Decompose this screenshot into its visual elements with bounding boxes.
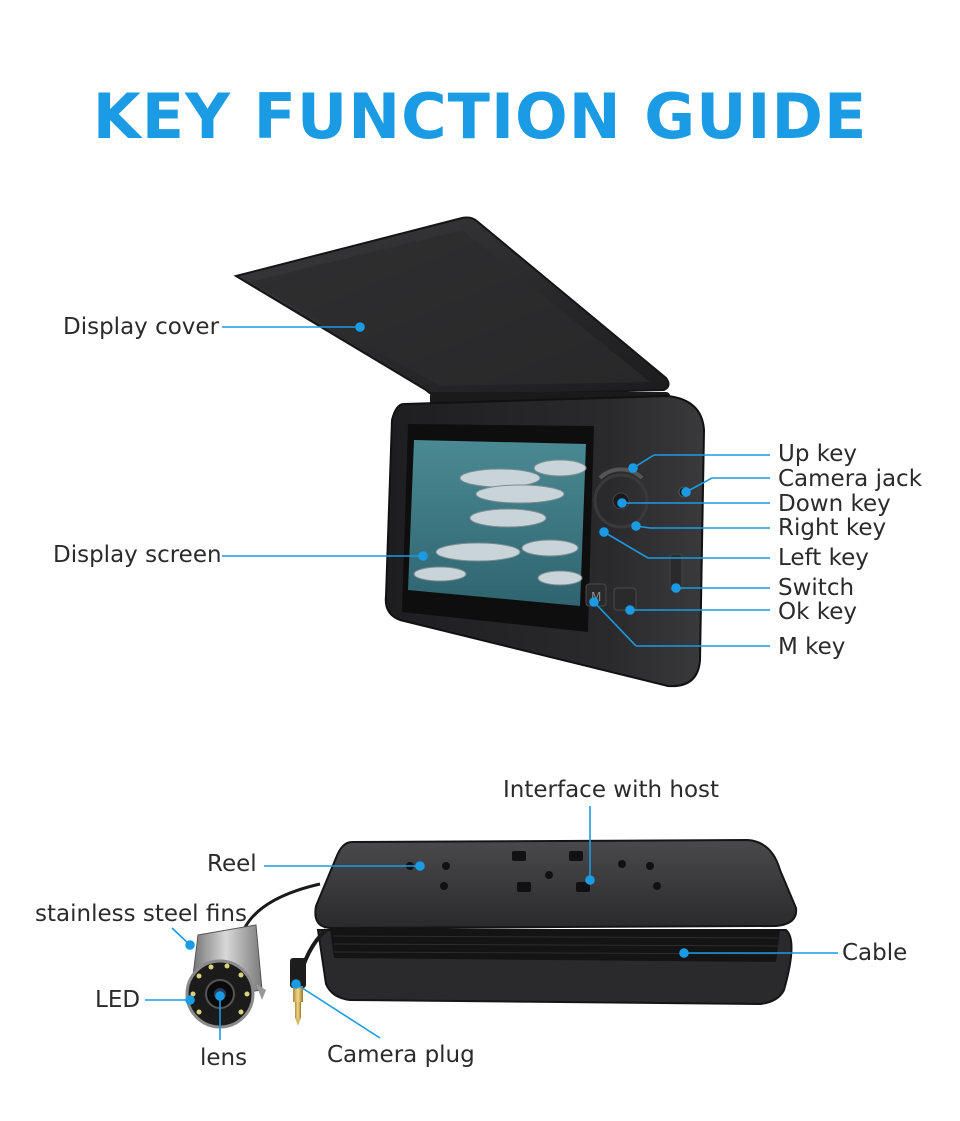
label-right-key: Right key xyxy=(778,515,887,541)
label-m-key: M key xyxy=(778,634,846,660)
label-led: LED xyxy=(95,987,141,1013)
label-left-key: Left key xyxy=(778,545,869,571)
label-switch: Switch xyxy=(778,575,855,601)
label-cable: Cable xyxy=(842,940,908,966)
m-button-mark: M xyxy=(591,590,601,604)
camera-callouts xyxy=(145,806,838,1040)
label-down-key: Down key xyxy=(778,491,891,517)
label-up-key: Up key xyxy=(778,441,858,467)
label-reel: Reel xyxy=(207,851,257,877)
monitor: M xyxy=(233,216,706,688)
camera-plug xyxy=(290,958,306,1026)
fish-school xyxy=(413,459,587,586)
label-display-cover: Display cover xyxy=(63,314,220,340)
label-lens: lens xyxy=(200,1045,248,1071)
label-interface-with-host: Interface with host xyxy=(503,777,720,803)
camera xyxy=(185,924,266,1029)
page-title: KEY FUNCTION GUIDE xyxy=(92,80,868,153)
label-display-screen: Display screen xyxy=(53,542,222,568)
label-camera-jack: Camera jack xyxy=(778,466,923,492)
label-ok-key: Ok key xyxy=(778,599,857,625)
label-camera-plug: Camera plug xyxy=(327,1042,475,1068)
label-stainless-steel-fins: stainless steel fins xyxy=(35,901,247,927)
reel xyxy=(238,838,798,1006)
monitor-callouts xyxy=(222,322,770,647)
